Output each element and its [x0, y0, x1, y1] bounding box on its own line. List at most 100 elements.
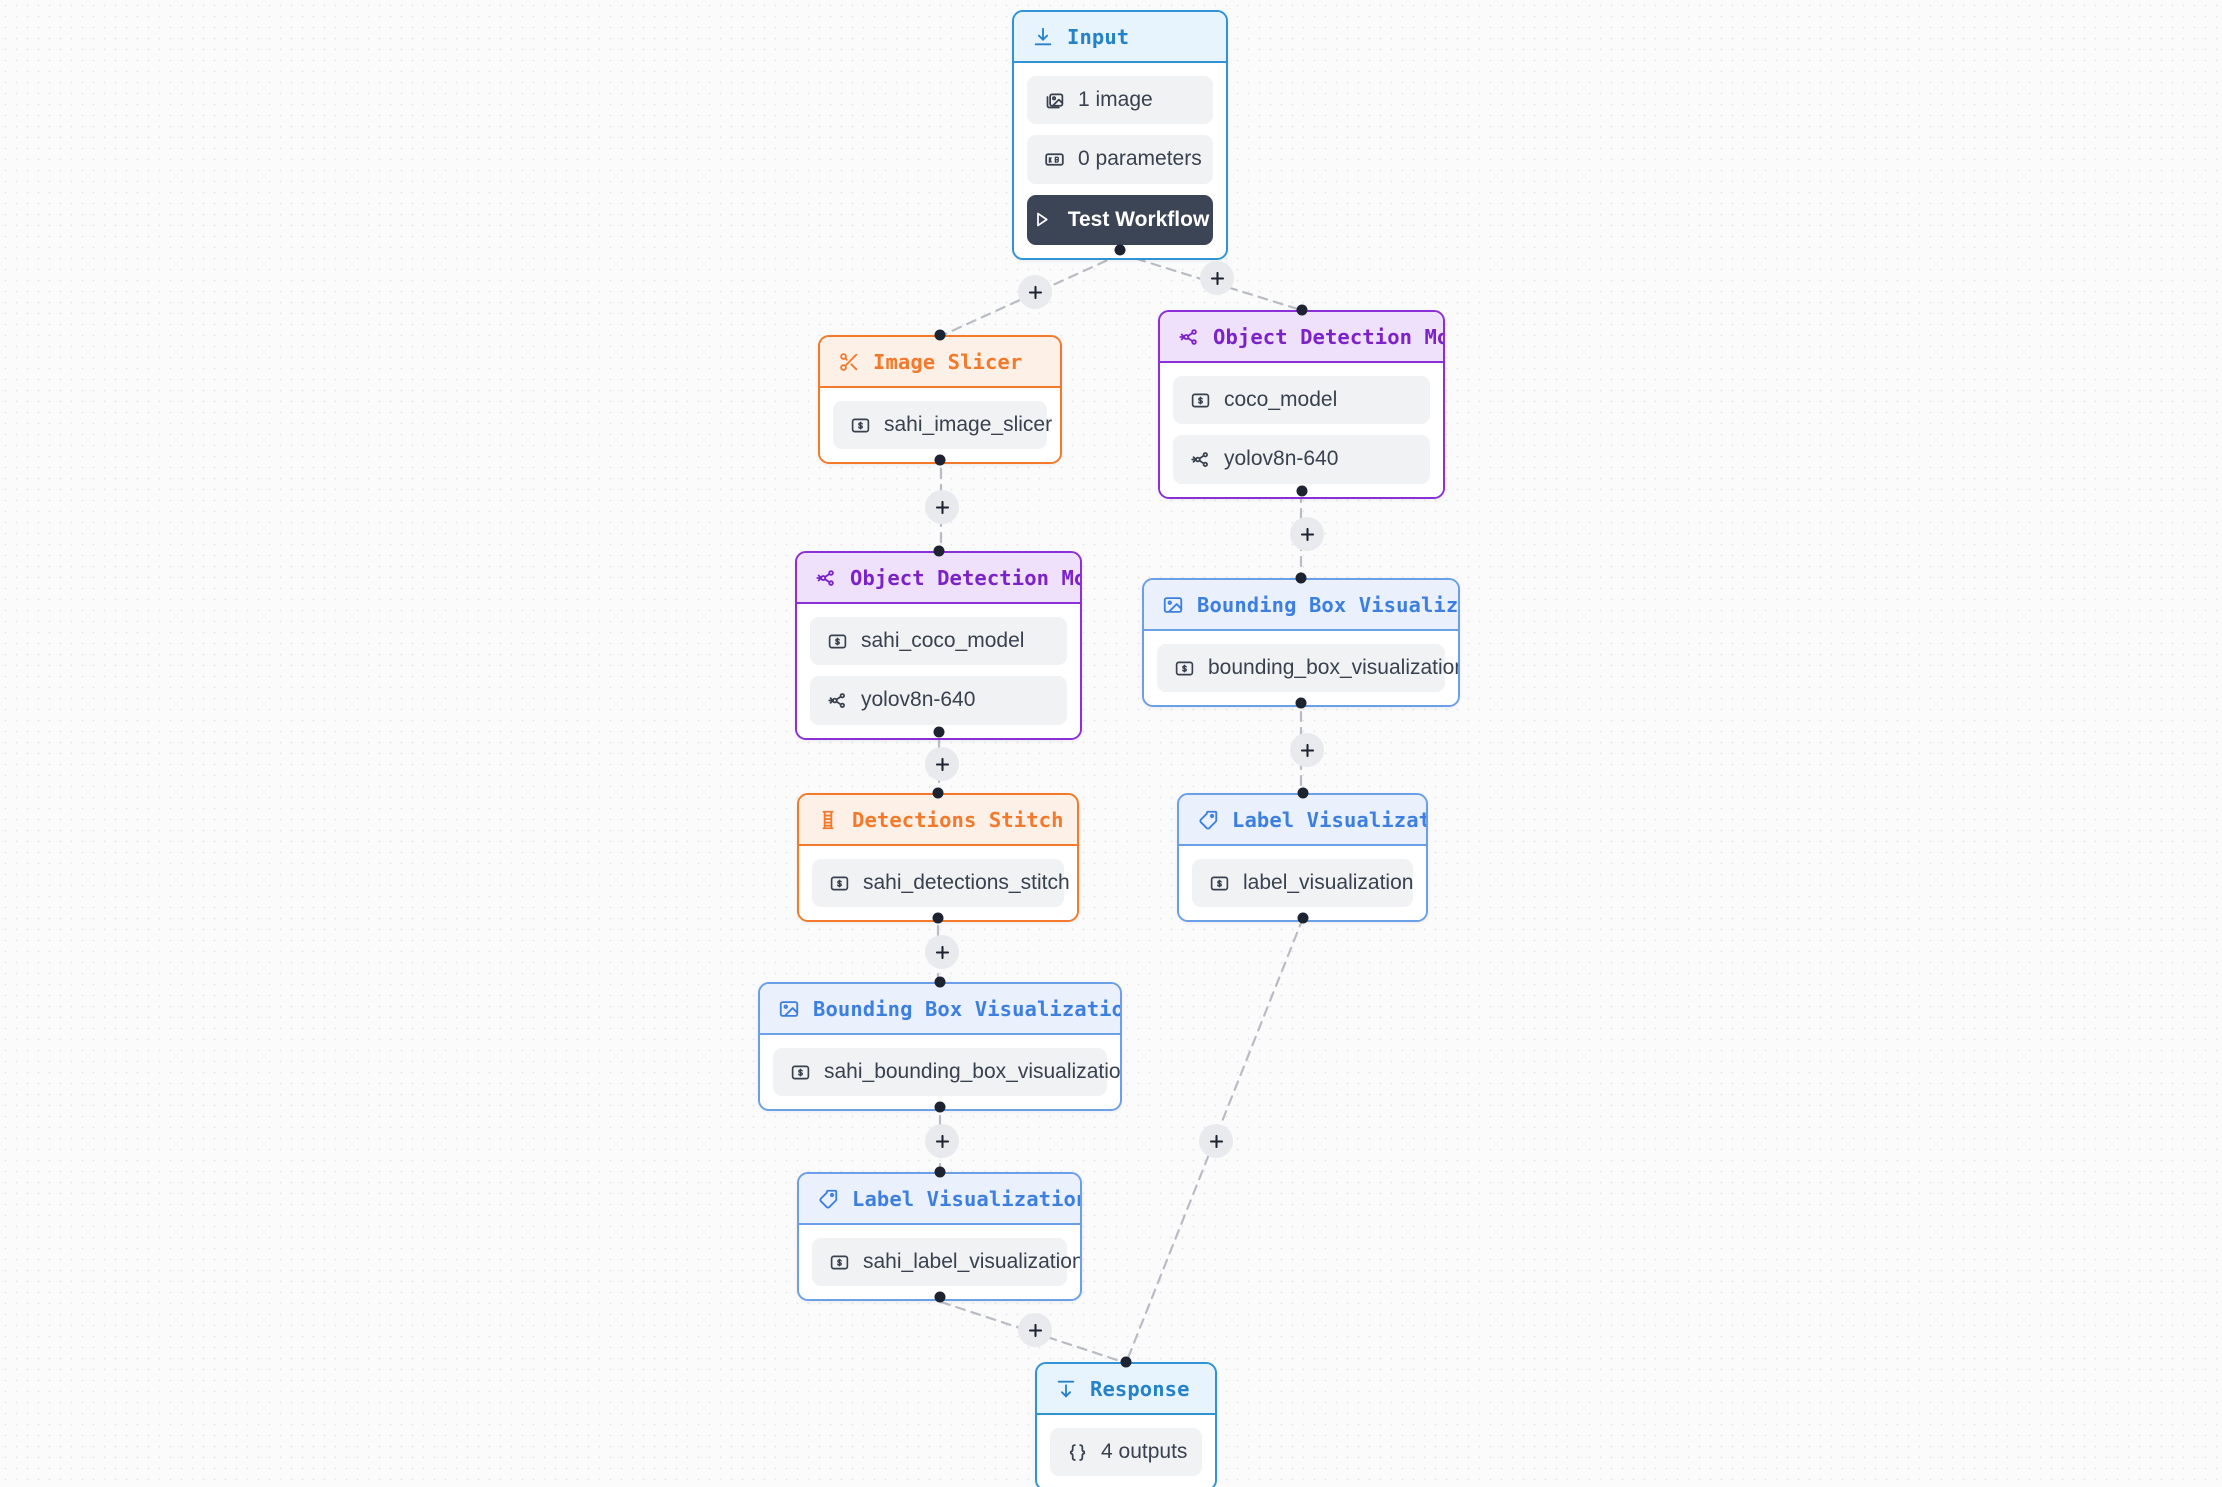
model-graph-icon	[1189, 448, 1212, 471]
chip-1-image[interactable]: 1 image	[1027, 76, 1213, 125]
add-step-button-object-detection-model-sahi-to-detections-stitch[interactable]	[925, 747, 959, 781]
add-step-button-bounding-box-visualization-to-label-visualization[interactable]	[1290, 733, 1324, 767]
node-header-image-slicer[interactable]: Image Slicer	[820, 337, 1060, 388]
parameters-ab-icon	[1043, 148, 1066, 171]
node-header-bounding-box-visualization[interactable]: Bounding Box Visualization	[1144, 580, 1458, 631]
node-header-input[interactable]: Input	[1014, 12, 1226, 63]
node-body-response: 4 outputs	[1037, 1415, 1215, 1487]
add-step-button-input-to-object-detection-model-top[interactable]	[1200, 261, 1234, 295]
chip-0-parameters[interactable]: 0 parameters	[1027, 135, 1213, 184]
step-dollar-icon	[849, 414, 872, 437]
node-title: Detections Stitch	[852, 808, 1064, 832]
model-graph-icon	[826, 689, 849, 712]
node-header-object-detection-model-sahi[interactable]: Object Detection Model	[797, 553, 1080, 604]
node-body-object-detection-model-top: coco_model yolov8n-640	[1160, 363, 1443, 497]
node-object-detection-model-top[interactable]: Object Detection Model coco_model yolov8n-…	[1158, 310, 1445, 499]
output-port-image-slicer[interactable]	[934, 454, 946, 466]
output-port-sahi-label-visualization[interactable]	[934, 1291, 945, 1303]
add-step-button-label-visualization-to-response[interactable]	[1199, 1124, 1233, 1158]
add-step-button-detections-stitch-to-sahi-bounding-box-visualization[interactable]	[925, 935, 959, 969]
step-dollar-icon	[789, 1061, 812, 1084]
node-title: Bounding Box Visualization	[1197, 593, 1459, 617]
chip-coco-model[interactable]: coco_model	[1173, 376, 1430, 425]
test-workflow-button[interactable]: Test Workflow	[1027, 194, 1213, 245]
chip-label: sahi_coco_model	[861, 629, 1025, 652]
node-title: Label Visualization	[852, 1187, 1082, 1211]
add-step-button-sahi-label-visualization-to-response[interactable]	[1018, 1313, 1052, 1347]
node-bounding-box-visualization[interactable]: Bounding Box Visualization bounding_box_v…	[1142, 578, 1460, 708]
add-step-button-image-slicer-to-object-detection-model-sahi[interactable]	[925, 490, 959, 524]
chip-4-outputs[interactable]: 4 outputs	[1050, 1428, 1202, 1477]
node-body-sahi-label-visualization: sahi_label_visualization	[799, 1225, 1080, 1300]
node-sahi-label-visualization[interactable]: Label Visualization sahi_label_visualizat…	[797, 1172, 1082, 1302]
output-port-label-visualization[interactable]	[1297, 912, 1308, 924]
add-step-button-object-detection-model-top-to-bounding-box-visualization[interactable]	[1290, 517, 1324, 551]
chip-label: coco_model	[1224, 388, 1338, 411]
node-object-detection-model-sahi[interactable]: Object Detection Model sahi_coco_modelyol…	[795, 551, 1082, 740]
node-header-detections-stitch[interactable]: Detections Stitch	[799, 795, 1077, 846]
output-port-detections-stitch[interactable]	[932, 912, 944, 924]
chip-sahi-bounding-box-visualization[interactable]: sahi_bounding_box_visualization	[773, 1048, 1120, 1097]
chip-yolov8n-640[interactable]: yolov8n-640	[810, 676, 1067, 725]
chip-label: label_visualization	[1243, 871, 1414, 894]
node-body-object-detection-model-sahi: sahi_coco_model yolov8n-640	[797, 604, 1080, 738]
node-header-sahi-bounding-box-visualization[interactable]: Bounding Box Visualization	[760, 984, 1120, 1035]
output-port-object-detection-model-top[interactable]	[1296, 485, 1307, 497]
node-header-sahi-label-visualization[interactable]: Label Visualization	[799, 1174, 1080, 1225]
image-frame-icon	[777, 998, 800, 1021]
input-port-sahi-label-visualization[interactable]	[934, 1166, 945, 1178]
input-port-image-slicer[interactable]	[934, 329, 946, 341]
braces-icon	[1066, 1441, 1089, 1464]
input-port-label-visualization[interactable]	[1297, 787, 1308, 799]
node-header-label-visualization[interactable]: Label Visualization	[1179, 795, 1426, 846]
chip-label: sahi_bounding_box_visualization	[824, 1060, 1122, 1083]
chip-label: yolov8n-640	[1224, 447, 1339, 471]
chip-sahi-coco-model[interactable]: sahi_coco_model	[810, 617, 1067, 666]
input-port-object-detection-model-sahi[interactable]	[933, 545, 944, 557]
chip-label: sahi_label_visualization	[863, 1250, 1082, 1273]
image-frame-icon	[1161, 594, 1184, 617]
node-image-slicer[interactable]: Image Slicer sahi_image_slicer	[818, 335, 1062, 465]
chip-label: sahi_image_slicer	[884, 413, 1053, 436]
node-body-detections-stitch: sahi_detections_stitch	[799, 846, 1077, 921]
node-sahi-bounding-box-visualization[interactable]: Bounding Box Visualization sahi_bounding_…	[758, 982, 1122, 1112]
chip-label: 1 image	[1078, 88, 1153, 111]
spool-icon	[816, 809, 839, 832]
chip-label: 0 parameters	[1078, 147, 1202, 171]
step-dollar-icon	[1173, 657, 1196, 680]
step-dollar-icon	[1208, 872, 1231, 895]
add-step-button-sahi-bounding-box-visualization-to-sahi-label-visualization[interactable]	[925, 1124, 959, 1158]
chip-label-visualization[interactable]: label_visualization	[1192, 859, 1414, 908]
upload-arrow-icon	[1054, 1378, 1077, 1401]
node-header-response[interactable]: Response	[1037, 1364, 1215, 1415]
download-arrow-icon	[1031, 26, 1054, 49]
node-title: Image Slicer	[873, 350, 1023, 374]
chip-bounding-box-visualization[interactable]: bounding_box_visualization	[1157, 644, 1458, 693]
input-port-bounding-box-visualization[interactable]	[1295, 572, 1307, 584]
node-body-bounding-box-visualization: bounding_box_visualization	[1144, 631, 1458, 706]
step-dollar-icon	[1189, 389, 1212, 412]
node-label-visualization[interactable]: Label Visualization label_visualization	[1177, 793, 1428, 923]
input-port-detections-stitch[interactable]	[932, 787, 944, 799]
output-port-sahi-bounding-box-visualization[interactable]	[934, 1101, 946, 1113]
input-port-object-detection-model-top[interactable]	[1296, 304, 1307, 316]
chip-sahi-image-slicer[interactable]: sahi_image_slicer	[833, 401, 1052, 450]
tag-icon	[816, 1188, 839, 1211]
input-port-sahi-bounding-box-visualization[interactable]	[934, 976, 946, 988]
chip-sahi-label-visualization[interactable]: sahi_label_visualization	[812, 1238, 1080, 1287]
output-port-object-detection-model-sahi[interactable]	[933, 726, 944, 738]
node-detections-stitch[interactable]: Detections Stitch sahi_detections_stitch	[797, 793, 1079, 923]
node-header-object-detection-model-top[interactable]: Object Detection Model	[1160, 312, 1443, 363]
input-port-response[interactable]	[1120, 1356, 1132, 1368]
test-workflow-label: Test Workflow	[1067, 207, 1210, 231]
node-response[interactable]: Response 4 outputs	[1035, 1362, 1217, 1487]
output-port-bounding-box-visualization[interactable]	[1295, 697, 1307, 709]
chip-sahi-detections-stitch[interactable]: sahi_detections_stitch	[812, 859, 1070, 908]
chip-yolov8n-640[interactable]: yolov8n-640	[1173, 435, 1430, 484]
add-step-button-input-to-image-slicer[interactable]	[1018, 275, 1052, 309]
model-graph-icon	[1177, 326, 1200, 349]
output-port-input[interactable]	[1114, 244, 1126, 256]
